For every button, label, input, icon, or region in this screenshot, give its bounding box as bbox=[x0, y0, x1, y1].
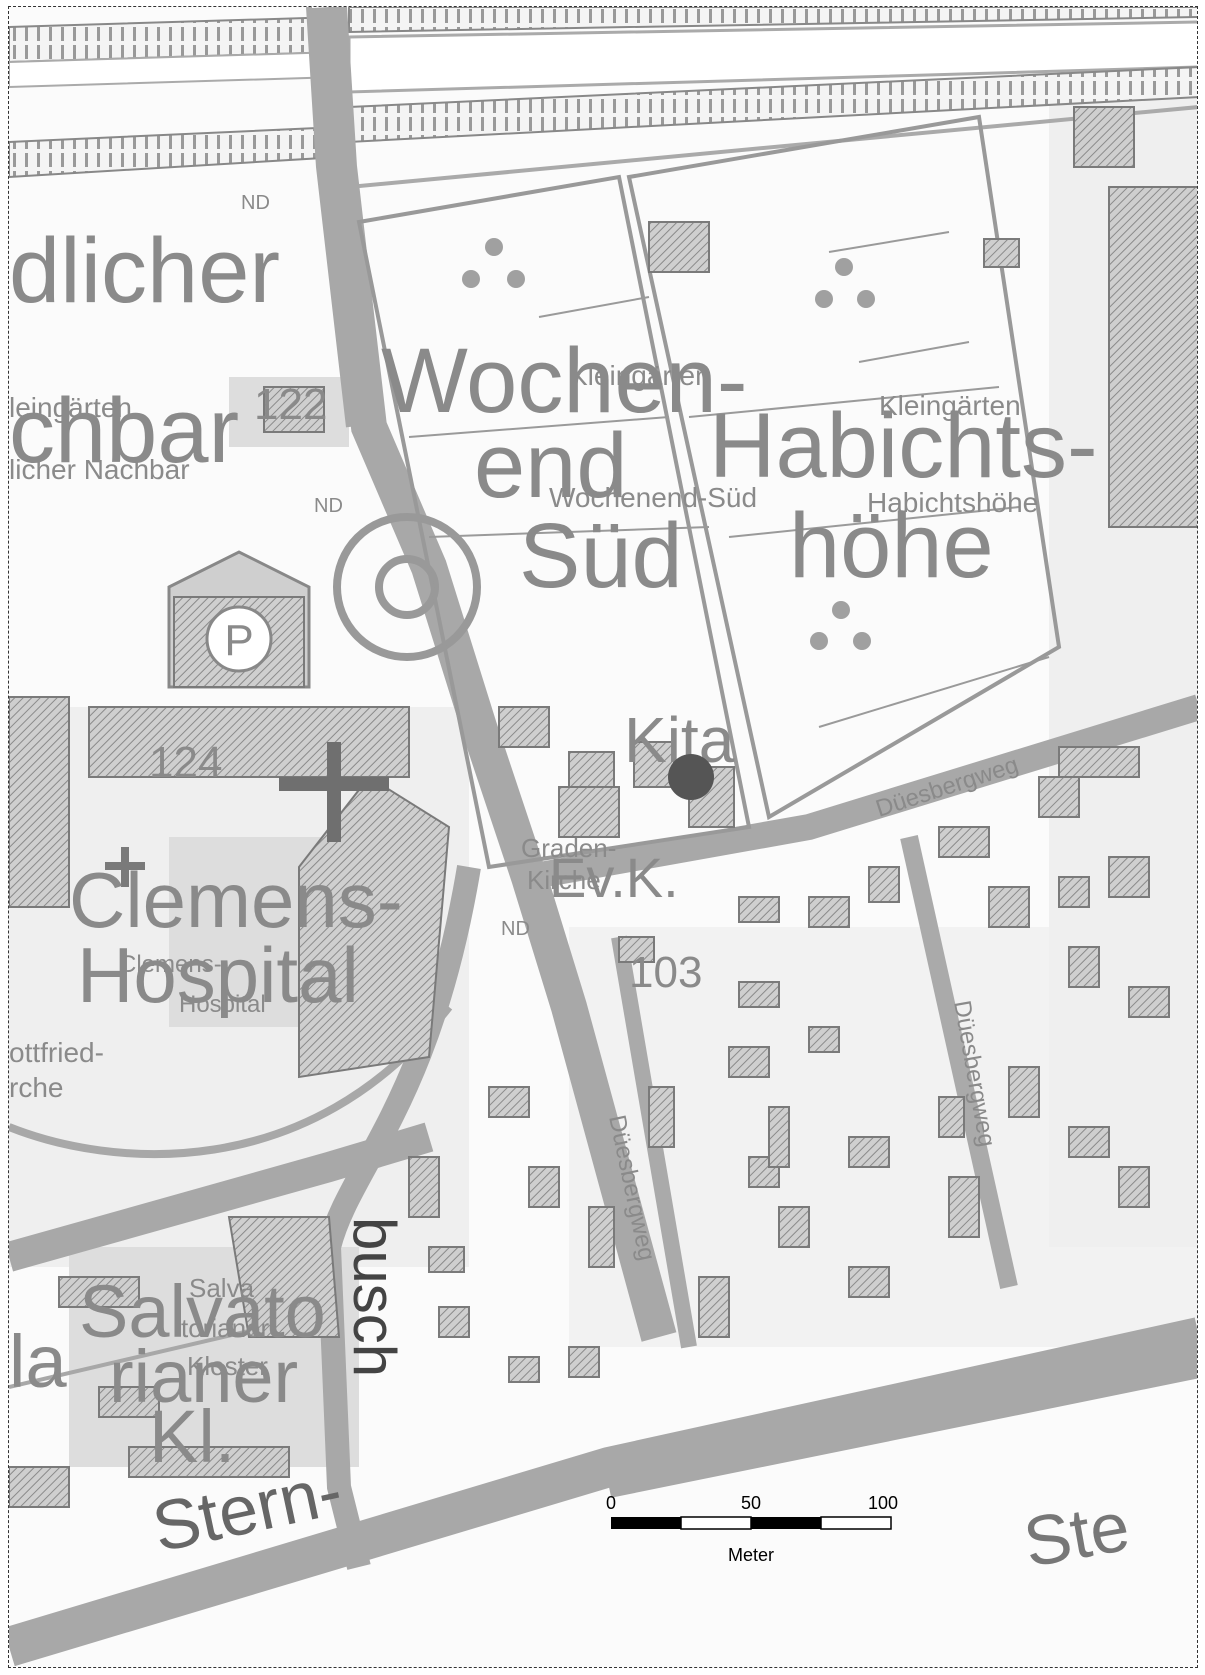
label-kl: Kl. bbox=[149, 1395, 235, 1478]
label-kleingaerten-2: Kleingärten bbox=[879, 390, 1021, 421]
church-symbol bbox=[105, 742, 389, 887]
label-kleingaerten-1: Kleingärten bbox=[569, 360, 711, 391]
label-rianer: rianer bbox=[109, 1335, 298, 1418]
label-nd-3: ND bbox=[501, 918, 530, 940]
label-nachbar-big-2: chbar bbox=[9, 380, 239, 482]
garden-parcels bbox=[356, 114, 1062, 870]
label-torianer-small: torianer bbox=[181, 1313, 269, 1343]
scale-unit: Meter bbox=[728, 1545, 774, 1565]
location-marker[interactable] bbox=[668, 754, 714, 800]
label-num-122: 122 bbox=[254, 380, 327, 429]
label-nachbar-small: licher Nachbar bbox=[9, 454, 190, 485]
map-labels: dlicher chbar leingärten licher Nachbar … bbox=[9, 192, 1135, 1582]
label-graden-kirche: Graden- bbox=[521, 833, 616, 863]
label-salvato: Salvato bbox=[79, 1270, 326, 1353]
label-evk: Ev.K. bbox=[549, 846, 679, 909]
parking-label: P bbox=[224, 616, 253, 665]
label-hospital: Hospital bbox=[77, 931, 359, 1019]
topographic-map[interactable]: P dlicher chbar leingärten licher Nachba… bbox=[9, 7, 1198, 1668]
label-hoehe: höhe bbox=[789, 495, 994, 597]
parking-symbol: P bbox=[205, 605, 273, 673]
label-kleingaerten-left: leingärten bbox=[9, 392, 132, 423]
tree-symbols bbox=[462, 238, 875, 650]
label-salva-small: Salva bbox=[189, 1273, 255, 1303]
label-num-103: 103 bbox=[629, 948, 702, 997]
roundabout bbox=[333, 513, 481, 661]
scale-tick-0: 0 bbox=[606, 1493, 616, 1513]
label-nd-2: ND bbox=[314, 495, 343, 517]
label-clemens: Clemens- bbox=[69, 856, 403, 944]
label-ste: Ste bbox=[1018, 1487, 1135, 1582]
label-nd-1: ND bbox=[241, 192, 270, 214]
map-frame[interactable]: P dlicher chbar leingärten licher Nachba… bbox=[8, 6, 1198, 1668]
label-hospital-small: Hospital bbox=[179, 991, 266, 1018]
label-sued: Süd bbox=[519, 505, 683, 607]
label-gottfried: ottfried- bbox=[9, 1037, 104, 1068]
label-clemens-small: Clemens- bbox=[119, 951, 222, 978]
label-wochen: Wochen- bbox=[381, 330, 747, 432]
label-num-124: 124 bbox=[149, 738, 222, 787]
label-end: end bbox=[474, 415, 628, 517]
scale-bar: 0 50 100 Meter bbox=[606, 1493, 898, 1565]
label-gottfried-kirche: rche bbox=[9, 1072, 63, 1103]
label-la: la bbox=[9, 1320, 67, 1403]
label-wochenend-sued: Wochenend-Süd bbox=[549, 482, 757, 513]
label-kirche: Kirche bbox=[527, 865, 601, 895]
label-kloster-small: Kloster bbox=[187, 1351, 268, 1381]
scale-tick-100: 100 bbox=[868, 1493, 898, 1513]
label-habichts: Habichts- bbox=[709, 395, 1098, 497]
label-habichtshoehe: Habichtshöhe bbox=[867, 487, 1038, 518]
scale-tick-50: 50 bbox=[741, 1493, 761, 1513]
railway-top bbox=[9, 7, 1197, 189]
label-busch: busch bbox=[341, 1217, 408, 1377]
buildings bbox=[9, 106, 1197, 1508]
label-nachbar-big: dlicher bbox=[9, 220, 280, 322]
